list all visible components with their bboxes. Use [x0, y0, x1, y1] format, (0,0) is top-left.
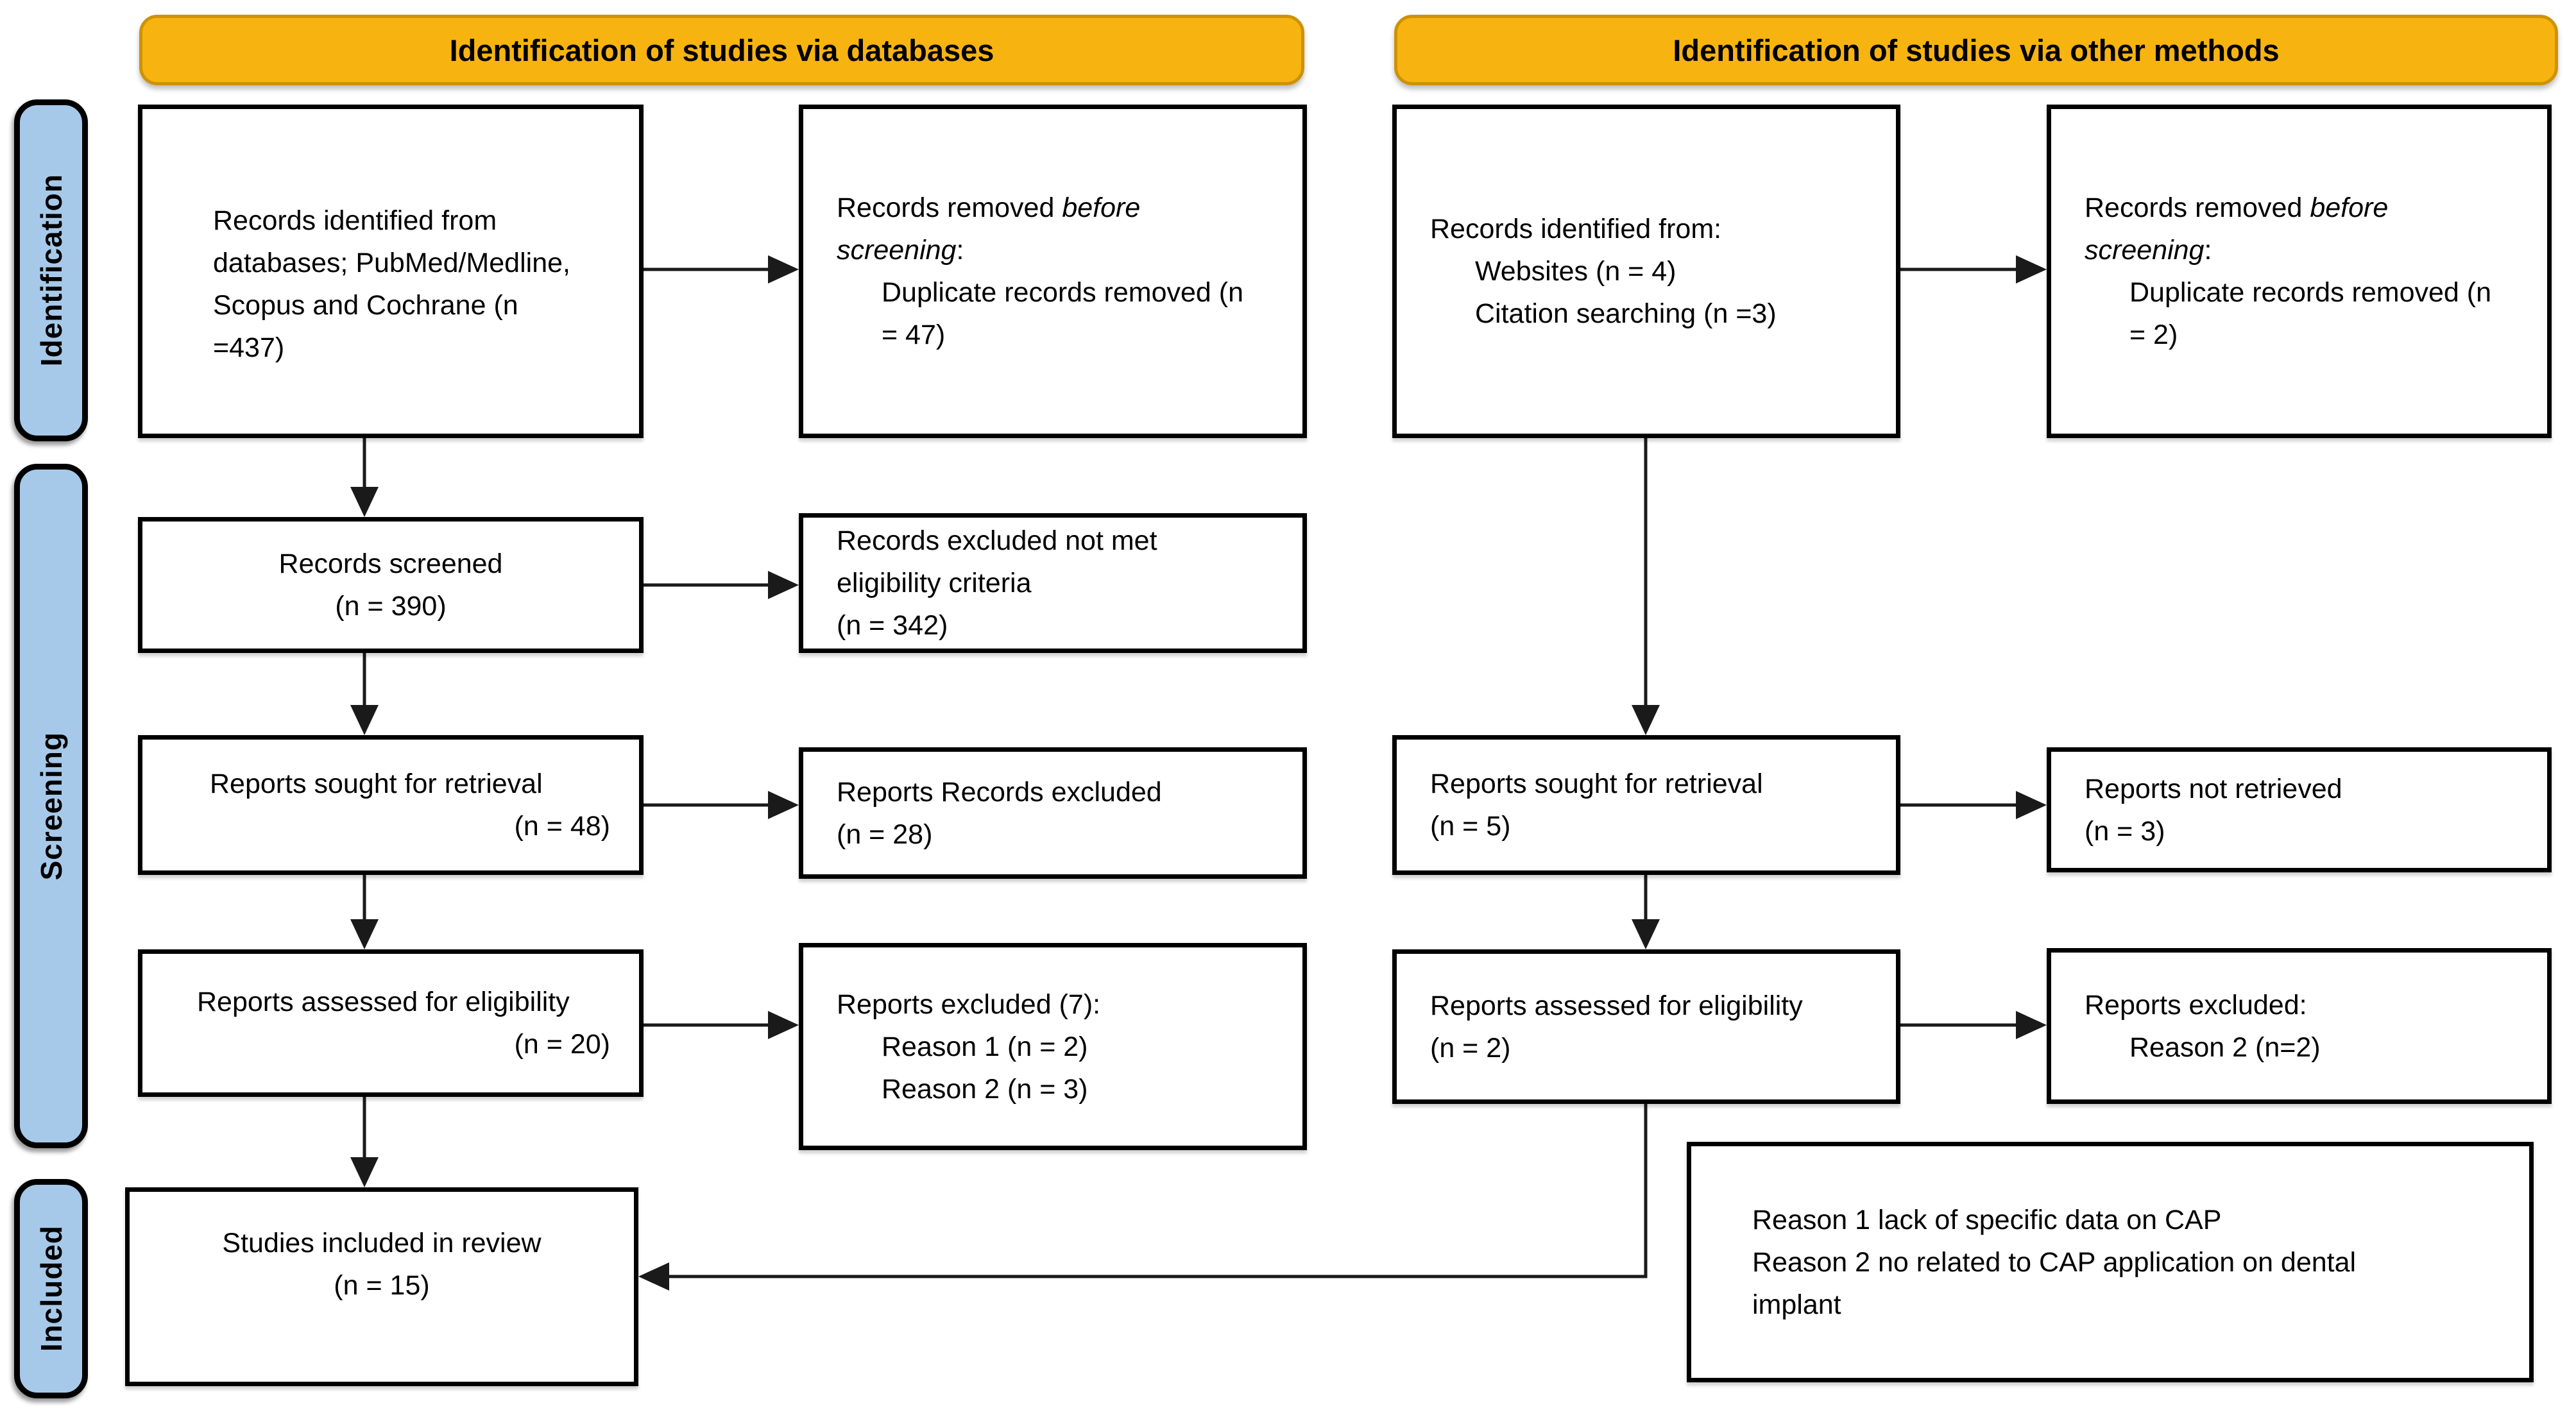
arrow-sought-db-to-excluded	[644, 791, 799, 819]
arrow-assessed-db-to-included	[350, 1097, 379, 1187]
records-removed-before-screening-db-box: Records removed before screening: Duplicat…	[799, 105, 1307, 438]
box-text-line: (n = 342)	[837, 610, 948, 641]
stage-label-included: Included	[14, 1179, 88, 1398]
arrow-screened-to-excluded	[644, 571, 799, 599]
box-text-line: Citation searching (n =3)	[1475, 298, 1777, 329]
arrow-db-identified-to-screened	[350, 438, 379, 517]
box-text-line: databases; PubMed/Medline,	[213, 248, 570, 278]
banner-other-methods: Identification of studies via other meth…	[1394, 15, 2558, 85]
box-text-line: Duplicate records removed (n	[2129, 277, 2492, 308]
box-text-line: Records removed before	[837, 192, 1141, 223]
reports-not-retrieved-box: Reports not retrieved (n = 3)	[2047, 747, 2552, 872]
box-text-line: (n = 15)	[334, 1270, 430, 1301]
box-text-line: implant	[1752, 1289, 1841, 1320]
arrow-sought-db-to-assessed-db	[350, 875, 379, 949]
arrow-other-identified-to-sought	[1632, 438, 1660, 735]
box-text-line: (n = 3)	[2085, 815, 2165, 847]
stage-label-identification-text: Identification	[34, 174, 68, 367]
records-identified-other-box: Records identified from: Websites (n = 4)…	[1392, 105, 1900, 438]
banner-databases-label: Identification of studies via databases	[449, 33, 994, 67]
box-text-line: = 47)	[882, 319, 946, 350]
box-text-line: screening:	[2085, 235, 2212, 266]
box-text-line: Reports assessed for eligibility	[197, 987, 570, 1017]
arrow-assessed-other-to-excluded	[1900, 1011, 2047, 1039]
box-text-line: (n = 5)	[1430, 811, 1511, 842]
reports-sought-retrieval-other-box: Reports sought for retrieval (n = 5)	[1392, 735, 1900, 875]
box-text-line: Websites (n = 4)	[1475, 256, 1676, 287]
stage-label-screening: Screening	[14, 464, 88, 1148]
box-text-line: Records identified from	[213, 205, 497, 236]
box-text-line: Reason 1 (n = 2)	[882, 1031, 1088, 1062]
box-text-line: (n = 2)	[1430, 1032, 1511, 1064]
box-text-line: Duplicate records removed (n	[882, 277, 1244, 308]
banner-databases: Identification of studies via databases	[139, 15, 1304, 85]
box-text-line: Records removed before	[2085, 192, 2389, 223]
records-screened-box: Records screened (n = 390)	[138, 517, 644, 653]
box-text-line: Records screened	[278, 548, 503, 579]
box-text-line: Reason 1 lack of specific data on CAP	[1752, 1204, 2222, 1235]
arrow-other-identified-to-removed	[1900, 255, 2047, 284]
stage-label-identification: Identification	[14, 99, 88, 441]
studies-included-review-box: Studies included in review (n = 15)	[125, 1187, 638, 1386]
arrow-sought-other-to-assessed	[1632, 875, 1660, 949]
box-text-line: (n = 390)	[335, 591, 447, 622]
box-text-line: Reports assessed for eligibility	[1430, 990, 1803, 1021]
box-text-line: Reports Records excluded	[837, 776, 1162, 808]
reports-assessed-eligibility-db-box: Reports assessed for eligibility (n = 20)	[138, 949, 644, 1097]
box-text-line: = 2)	[2129, 319, 2178, 350]
arrow-screened-to-sought-db	[350, 653, 379, 735]
box-text-line: Reason 2 (n = 3)	[882, 1073, 1088, 1105]
reports-excluded-reason2-box: Reports excluded: Reason 2 (n=2)	[2047, 948, 2552, 1104]
records-removed-before-screening-other-box: Records removed before screening: Duplicat…	[2047, 105, 2552, 438]
banner-other-methods-label: Identification of studies via other meth…	[1673, 33, 2280, 67]
box-text-line: screening:	[837, 235, 964, 266]
stage-label-screening-text: Screening	[34, 731, 68, 881]
exclusion-reasons-note-box: Reason 1 lack of specific data on CAP Rea…	[1687, 1142, 2534, 1382]
box-text-line: Reason 2 (n=2)	[2129, 1031, 2321, 1063]
box-text-line: eligibility criteria	[837, 568, 1032, 598]
arrow-db-identified-to-removed	[644, 255, 799, 284]
box-text-line: Reports sought for retrieval	[210, 768, 543, 799]
box-text-line: Records identified from:	[1430, 214, 1722, 244]
arrow-assessed-db-to-excluded	[644, 1011, 799, 1039]
reports-sought-retrieval-db-box: Reports sought for retrieval (n = 48)	[138, 735, 644, 875]
box-text-line: Reports excluded:	[2085, 989, 2307, 1021]
box-text-line: Reason 2 no related to CAP application o…	[1752, 1246, 2357, 1278]
reports-records-excluded-box: Reports Records excluded (n = 28)	[799, 747, 1307, 879]
box-text-line: Reports not retrieved	[2085, 773, 2342, 804]
box-text-line: (n = 28)	[837, 819, 933, 850]
stage-label-included-text: Included	[34, 1225, 68, 1352]
reports-excluded-reasons-db-box: Reports excluded (7): Reason 1 (n = 2) Rea…	[799, 943, 1307, 1150]
box-text-line: Reports excluded (7):	[837, 988, 1101, 1020]
box-text-line: Scopus and Cochrane (n	[213, 290, 518, 321]
box-text-line: Records excluded not met	[837, 525, 1157, 556]
box-text-line: Studies included in review	[222, 1228, 542, 1259]
records-identified-databases-box: Records identified from databases; PubMed…	[138, 105, 644, 438]
reports-assessed-eligibility-other-box: Reports assessed for eligibility (n = 2)	[1392, 949, 1900, 1104]
box-text-line: (n = 48)	[514, 811, 610, 842]
records-excluded-eligibility-box: Records excluded not met eligibility crit…	[799, 513, 1307, 653]
box-text-line: =437)	[213, 332, 285, 363]
arrow-sought-other-to-not-retrieved	[1900, 791, 2047, 819]
box-text-line: (n = 20)	[514, 1029, 610, 1060]
box-text-line: Reports sought for retrieval	[1430, 768, 1763, 799]
